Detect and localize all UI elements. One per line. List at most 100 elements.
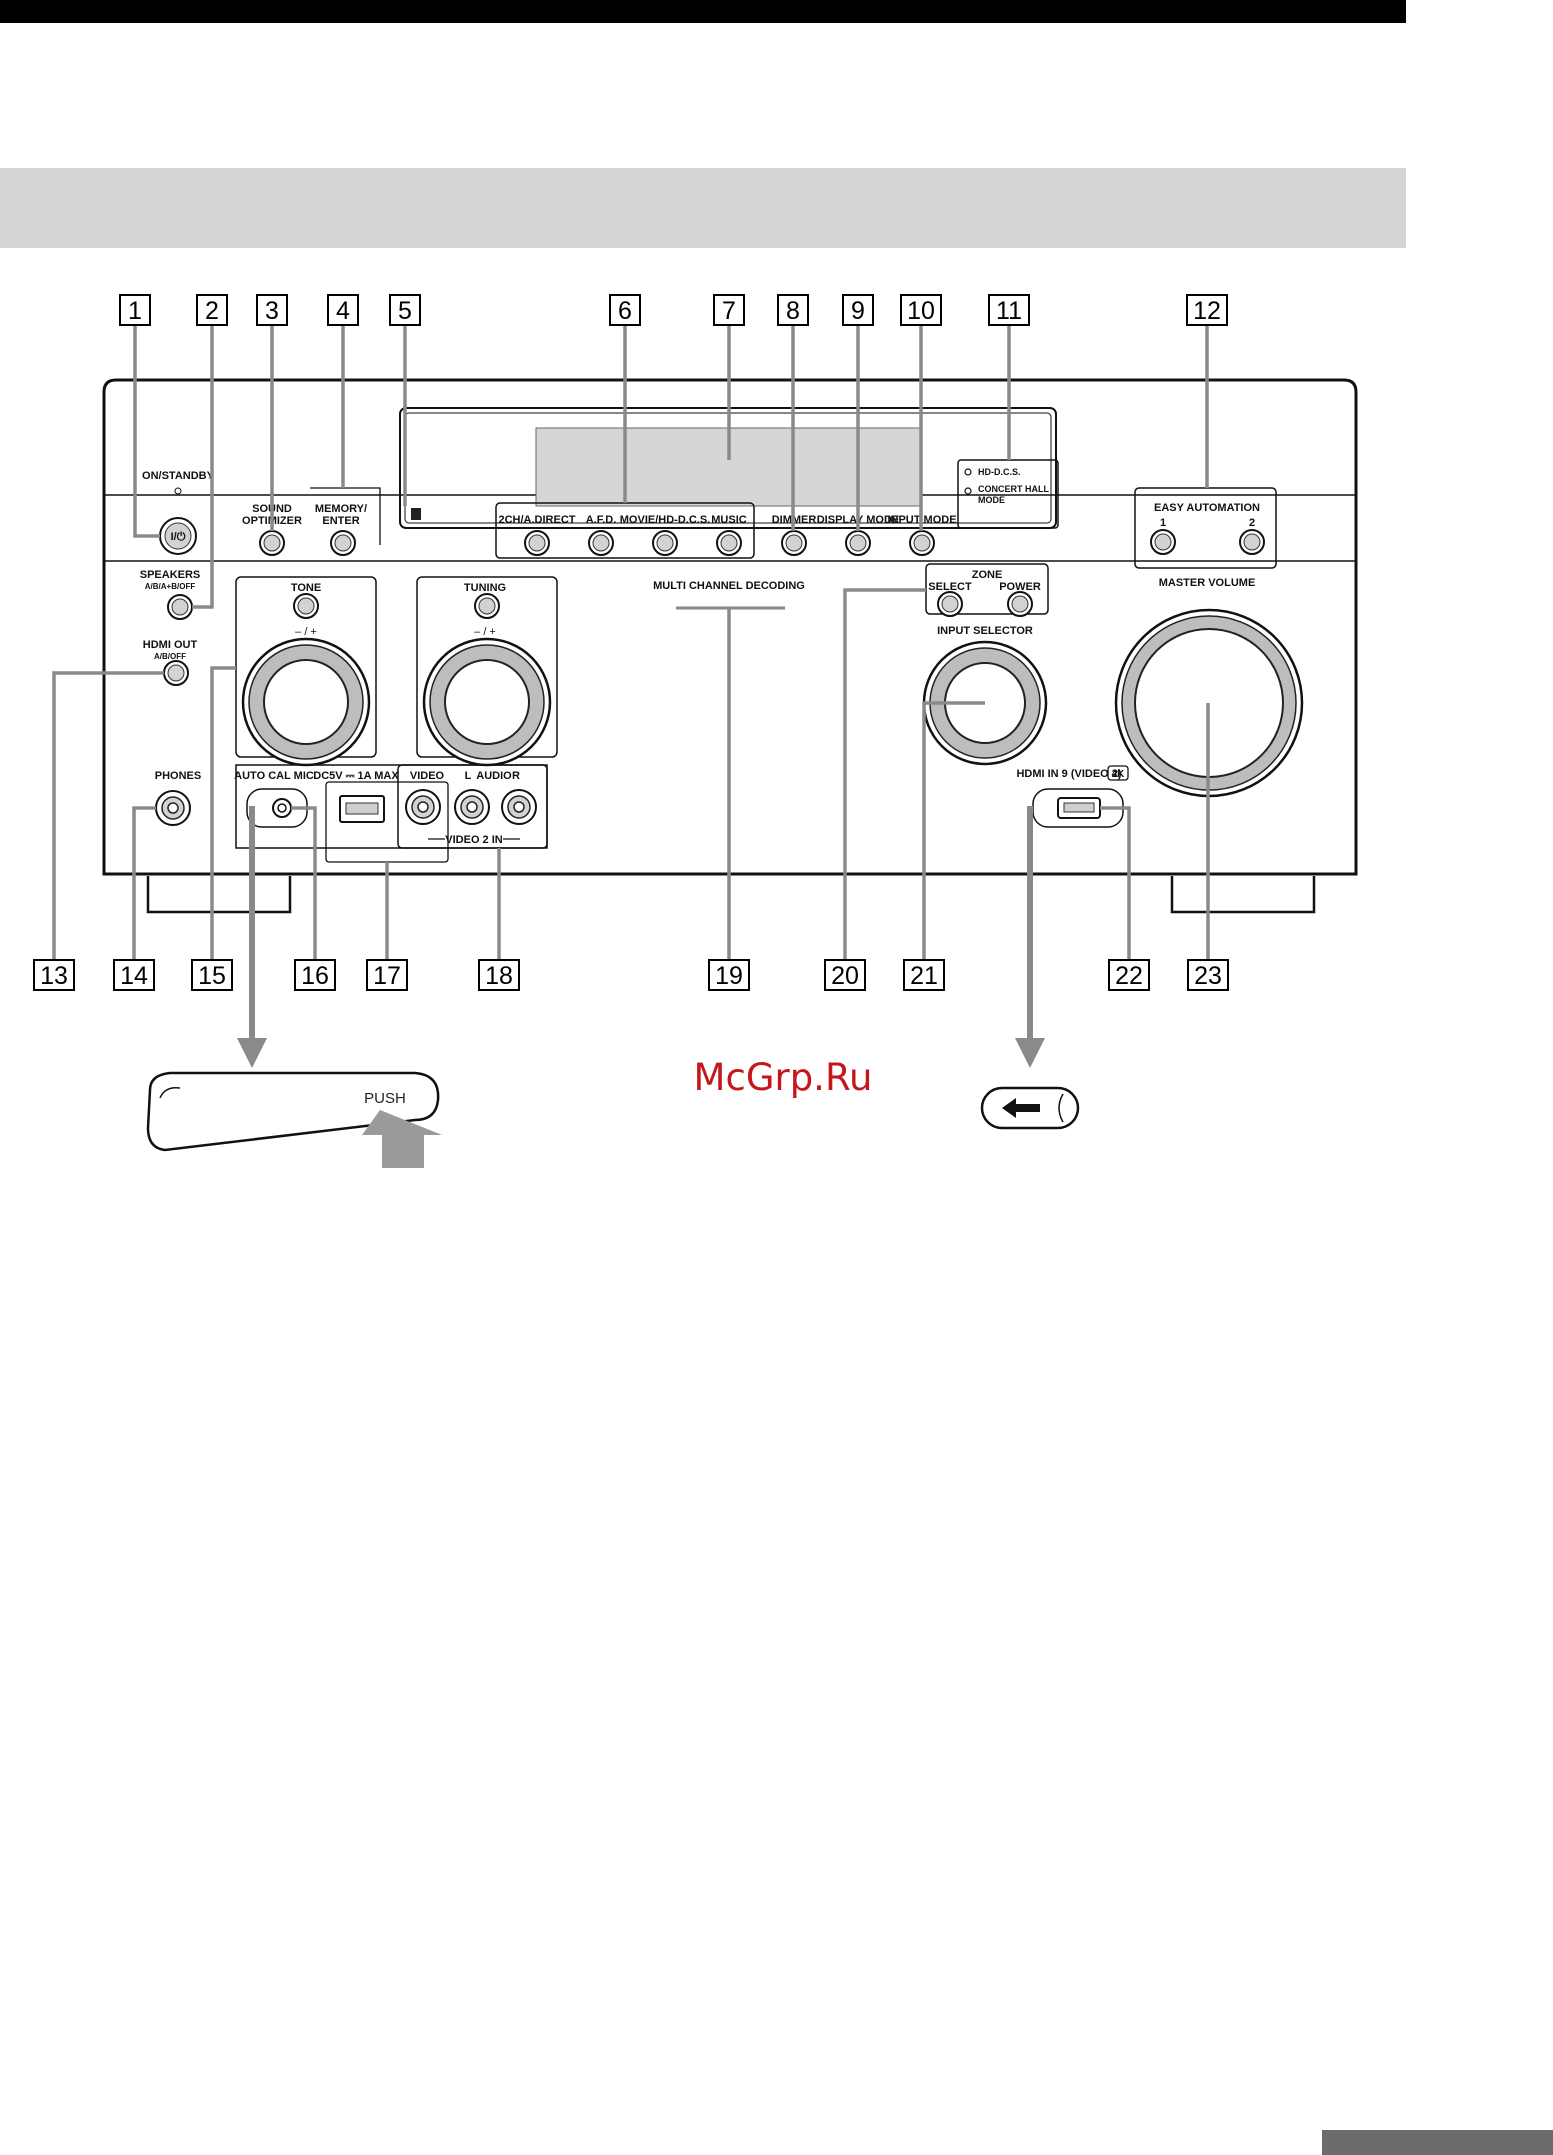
phones-jack[interactable] [155,790,191,826]
movie-hdcs-button[interactable] [652,530,678,556]
callout-13: 13 [40,962,68,990]
video-jack[interactable] [405,789,441,825]
dimmer-button[interactable] [781,530,807,556]
callout-23: 23 [1194,962,1222,990]
callout-7: 7 [722,297,736,325]
callout-19: 19 [715,962,743,990]
callout-21: 21 [910,962,938,990]
push-arrow-icon [362,1110,442,1168]
power-icon: I/⏻ [171,530,186,543]
tuning-knob[interactable] [422,637,552,767]
tuning-button[interactable] [474,593,500,619]
callout-5: 5 [398,297,412,325]
callout-1: 1 [128,297,142,325]
zone-select-label: SELECT [928,581,972,593]
memory-enter-button[interactable] [330,530,356,556]
tone-knob[interactable] [241,637,371,767]
callout-6: 6 [618,297,632,325]
zone-power-label: POWER [999,581,1041,593]
front-cover-push-detail: PUSH [146,806,442,1168]
on-standby-label: ON/STANDBY [142,470,215,482]
callout-9: 9 [851,297,865,325]
hdcs-indicator-label: HD-D.C.S. [978,467,1021,477]
audio-l-jack[interactable] [454,789,490,825]
memory-enter-label-2: ENTER [322,515,359,527]
concert-hall-label-2: MODE [978,495,1005,505]
hdmi-in9-label: HDMI IN 9 (VIDEO 2) [1016,768,1121,780]
callout-20: 20 [831,962,859,990]
easy-automation-label: EASY AUTOMATION [1154,502,1260,514]
callout-12: 12 [1193,297,1221,325]
section-header-band [0,168,1406,248]
callout-11: 11 [996,297,1022,325]
movie-hdcs-label: MOVIE/HD-D.C.S. [620,514,710,526]
easy-automation-2-label: 2 [1249,517,1255,529]
callout-4: 4 [336,297,350,325]
callout-14: 14 [120,962,148,990]
push-label: PUSH [364,1090,406,1107]
speakers-sub-label: A/B/A+B/OFF [145,582,196,591]
2ch-direct-label: 2CH/A.DIRECT [498,514,575,526]
phones-label: PHONES [155,770,201,782]
callout-2: 2 [205,297,219,325]
music-button[interactable] [716,530,742,556]
zone-power-button[interactable] [1007,591,1033,617]
tone-plus-minus: – / + [295,626,317,638]
on-standby-button[interactable]: I/⏻ [159,517,197,555]
audio-l-label: L [465,770,472,782]
2ch-direct-button[interactable] [524,530,550,556]
easy-automation-2-button[interactable] [1239,529,1265,555]
display-mode-button[interactable] [845,530,871,556]
callout-numbers: 1 2 3 4 5 6 7 8 9 10 11 12 13 14 15 16 1… [40,297,1222,990]
audio-label: AUDIO [476,770,512,782]
speakers-button[interactable] [167,594,193,620]
hdmi-cover-slide-detail [980,806,1080,1130]
callout-3: 3 [265,297,279,325]
hdmi-out-sub-label: A/B/OFF [154,652,186,661]
master-volume-label: MASTER VOLUME [1159,577,1256,589]
callout-16: 16 [301,962,329,990]
tone-button[interactable] [293,593,319,619]
panel-labels: ON/STANDBY SOUND OPTIMIZER MEMORY/ ENTER… [140,467,1260,846]
input-selector-label: INPUT SELECTOR [937,625,1033,637]
tuning-plus-minus: – / + [474,626,496,638]
callout-22: 22 [1115,962,1143,990]
sound-optimizer-button[interactable] [259,530,285,556]
input-mode-button[interactable] [909,530,935,556]
watermark: McGrp.Ru [694,1056,873,1099]
audio-r-jack[interactable] [501,789,537,825]
callout-18: 18 [485,962,513,990]
video-label: VIDEO [410,770,445,782]
tuning-label: TUNING [464,582,506,594]
auto-cal-mic-label: AUTO CAL MIC [234,770,314,782]
top-rule [0,0,1406,23]
auto-cal-mic-jack[interactable] [272,798,292,818]
callout-15: 15 [198,962,226,990]
hdmi-out-button[interactable] [163,660,189,686]
zone-select-button[interactable] [937,591,963,617]
tone-label: TONE [291,582,321,594]
standby-indicator [174,487,182,495]
slide-arrow-icon [1002,1098,1040,1118]
afd-label: A.F.D. [586,514,617,526]
callout-10: 10 [907,297,935,325]
hdmi-4k-label: 4K [1112,769,1126,780]
multi-channel-decoding-label: MULTI CHANNEL DECODING [653,580,805,592]
video2-in-label: VIDEO 2 IN [445,834,503,846]
easy-automation-1-button[interactable] [1150,529,1176,555]
memory-enter-label-1: MEMORY/ [315,503,367,515]
callout-8: 8 [786,297,800,325]
hdmi-out-label: HDMI OUT [143,639,198,651]
callout-leaders [52,325,1210,960]
audio-r-label: R [512,770,520,782]
easy-automation-1-label: 1 [1160,517,1166,529]
callout-17: 17 [373,962,401,990]
callout-boxes [33,294,1229,991]
hdmi-in-port[interactable] [1057,797,1101,819]
afd-button[interactable] [588,530,614,556]
music-label: MUSIC [711,514,747,526]
zone-label: ZONE [972,569,1003,581]
page-tab [1322,2130,1553,2155]
usb-port[interactable] [339,795,385,823]
